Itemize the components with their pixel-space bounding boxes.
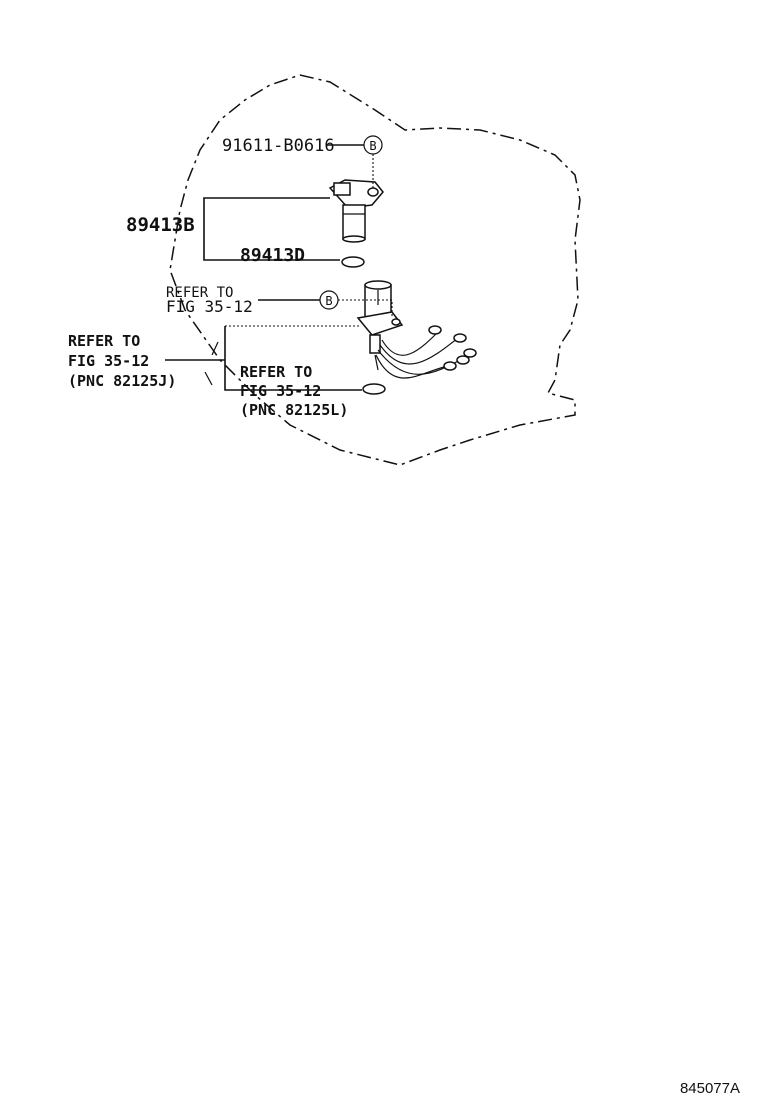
transmission-housing-outline [169, 74, 581, 466]
harness-dash-leader [224, 325, 360, 330]
sensor-bracket-line [203, 197, 340, 261]
o-ring-upper [341, 256, 365, 268]
figure-number: 845077A [679, 1080, 740, 1097]
refer-a-line2: FIG 35-12 [166, 297, 253, 316]
refer-b-line2: FIG 35-12 [68, 352, 149, 370]
refer-c-line3: (PNC 82125L) [240, 401, 348, 419]
harness-bracket-line [224, 326, 362, 391]
refer-c-line2: FIG 35-12 [240, 382, 321, 400]
refer-c-line1: REFER TO [240, 363, 312, 381]
callout-b-lower: B [325, 294, 332, 308]
refer-b-line3: (PNC 82125J) [68, 372, 176, 390]
callout-b-lower-dash [338, 299, 393, 316]
bolt-part-number: 91611-B0616 [222, 136, 335, 156]
housing-pointer-2 [204, 371, 213, 386]
callout-b-upper-circle [363, 135, 383, 155]
sensor-part-number: 89413B [126, 214, 195, 236]
speed-sensor-upper [328, 179, 384, 243]
refer-b-line1: REFER TO [68, 332, 140, 350]
callout-b-upper: B [369, 139, 376, 153]
speed-sensor-lower [356, 280, 477, 379]
oring-part-number: 89413D [240, 245, 305, 266]
housing-pointer [211, 341, 219, 356]
refer-a-line1: REFER TO [166, 285, 233, 301]
o-ring-lower [362, 383, 386, 395]
